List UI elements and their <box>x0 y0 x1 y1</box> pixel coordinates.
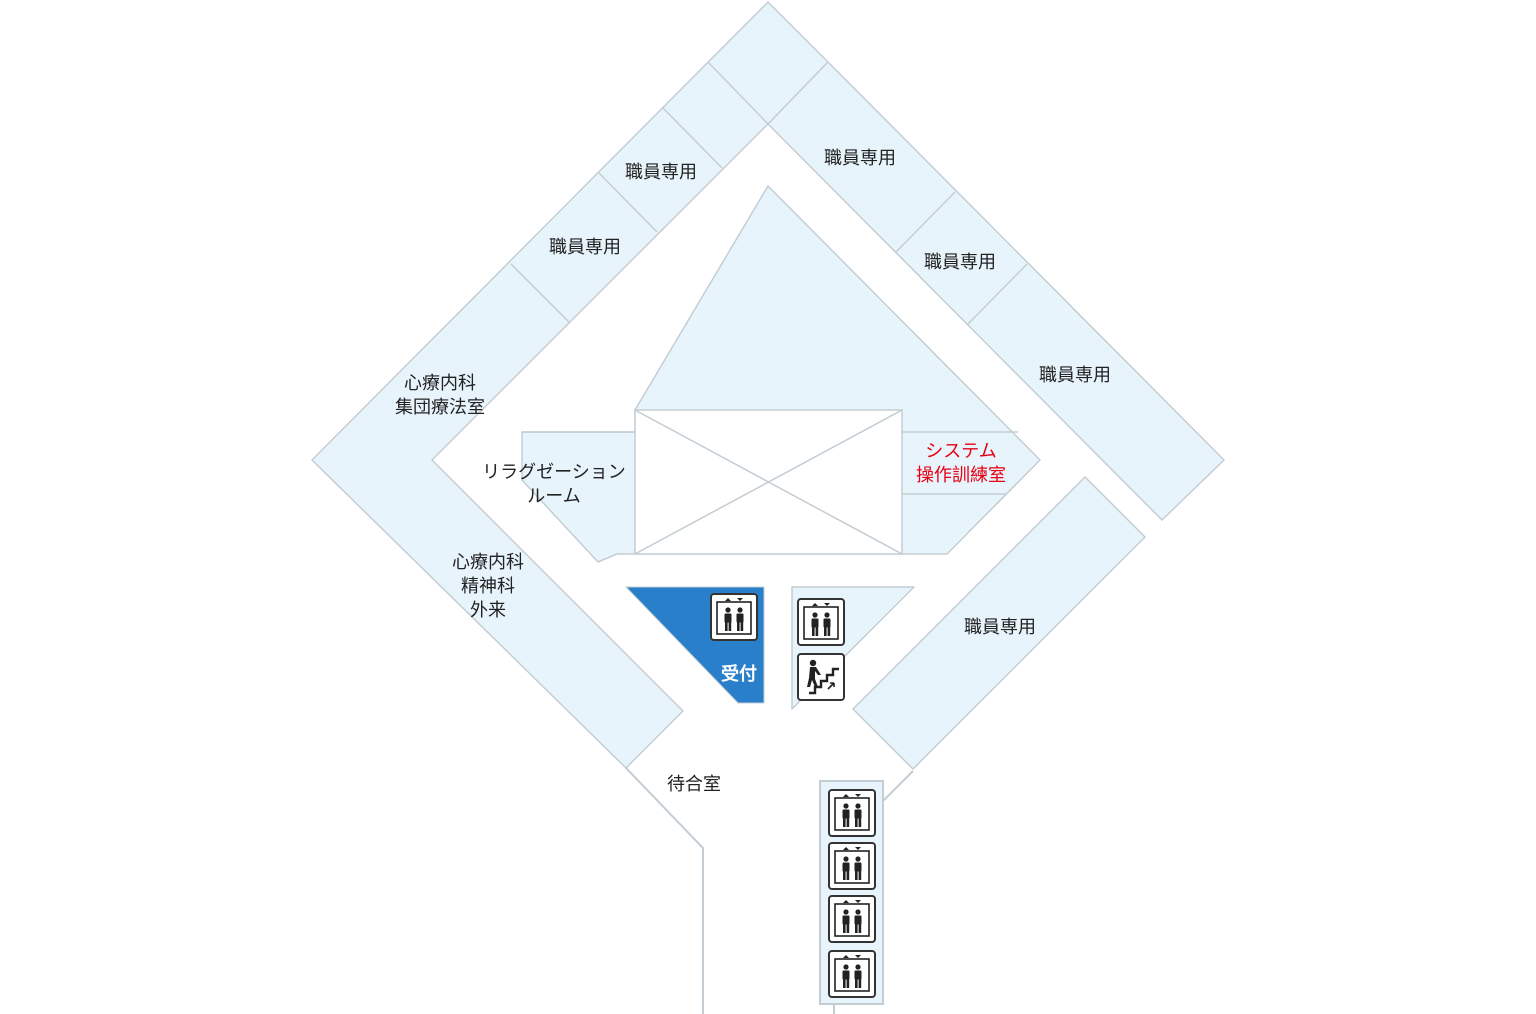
divider <box>707 61 769 125</box>
room-label-group-therapy: 心療内科 <box>404 373 476 394</box>
divider <box>967 263 1028 325</box>
room-label-outpatient: 精神科 <box>461 576 515 597</box>
void-cross <box>634 409 903 555</box>
room-label-outpatient: 外来 <box>470 600 506 621</box>
stairs-icon <box>797 653 845 701</box>
room-label-relaxation: ルーム <box>527 486 580 507</box>
room-label-staff-only: 職員専用 <box>964 617 1036 638</box>
corridor-wall <box>625 767 704 1014</box>
divider <box>598 172 658 233</box>
elevator-icon <box>828 895 876 943</box>
elevator-icon <box>710 593 758 641</box>
room-label-outpatient: 心療内科 <box>452 552 524 573</box>
room-label-staff-only: 職員専用 <box>549 237 621 258</box>
room-label-waiting-room: 待合室 <box>667 774 721 795</box>
room-label-system-training: 操作訓練室 <box>916 465 1006 486</box>
room-label-staff-only: 職員専用 <box>625 162 697 183</box>
elevator-icon <box>828 950 876 998</box>
elevator-icon <box>828 789 876 837</box>
elevator-icon <box>797 598 845 646</box>
room-label-staff-only: 職員専用 <box>924 252 996 273</box>
lower-right-rooms <box>852 476 1146 770</box>
divider <box>895 191 956 253</box>
corridor-wall <box>882 770 914 802</box>
room-label-group-therapy: 集団療法室 <box>395 397 485 418</box>
divider <box>662 107 723 169</box>
elevator-icon <box>828 842 876 890</box>
room-label-staff-only: 職員専用 <box>1039 365 1111 386</box>
room-label-staff-only: 職員専用 <box>824 148 896 169</box>
room-label-system-training: システム <box>925 441 996 462</box>
room-label-reception: 受付 <box>721 663 757 685</box>
room-label-relaxation: リラグゼーション <box>482 462 626 483</box>
divider <box>510 263 570 323</box>
right-wing-rooms <box>767 61 1225 521</box>
